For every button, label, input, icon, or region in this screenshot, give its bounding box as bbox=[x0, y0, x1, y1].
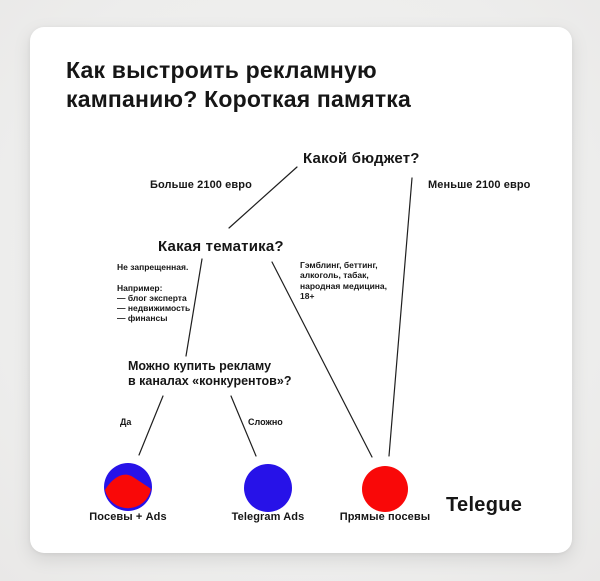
connector-topic-to-competitors bbox=[185, 258, 203, 357]
branch-label-hard: Сложно bbox=[248, 417, 283, 427]
topic-question: Какая тематика? bbox=[158, 238, 284, 255]
topic-allowed-note: Не запрещенная. Например: — блог эксперт… bbox=[117, 262, 191, 324]
pie-red-segment bbox=[105, 474, 151, 509]
outcome-label-telegram-ads: Telegram Ads bbox=[231, 511, 305, 523]
branch-label-more-budget: Больше 2100 евро bbox=[150, 179, 252, 191]
outcome-label-pryamye-posevy: Прямые посевы bbox=[339, 511, 431, 523]
page-title: Как выстроить рекламную кампанию? Коротк… bbox=[66, 57, 411, 112]
outcome-label-posevy-ads: Посевы + Ads bbox=[89, 511, 167, 523]
connector-budget-to-topic bbox=[228, 166, 298, 229]
connector-yes-to-pie bbox=[138, 395, 164, 456]
outcome-circle-pryamye-posevy bbox=[362, 466, 408, 512]
outcome-circle-telegram-ads bbox=[244, 464, 292, 512]
competitors-question: Можно купить рекламу в каналах «конкурен… bbox=[128, 359, 292, 388]
budget-question: Какой бюджет? bbox=[303, 150, 420, 167]
connector-topic-to-direct bbox=[271, 261, 373, 458]
connector-budget-to-direct bbox=[388, 177, 413, 457]
branch-label-yes: Да bbox=[120, 417, 132, 427]
outcome-pie-posevy-ads bbox=[104, 463, 152, 511]
topic-banned-note: Гэмблинг, беттинг, алкоголь, табак, наро… bbox=[300, 260, 388, 301]
brand-logo: Telegue bbox=[446, 494, 523, 516]
connector-hard-to-telegram-ads bbox=[230, 395, 257, 457]
branch-label-less-budget: Меньше 2100 евро bbox=[428, 179, 531, 191]
